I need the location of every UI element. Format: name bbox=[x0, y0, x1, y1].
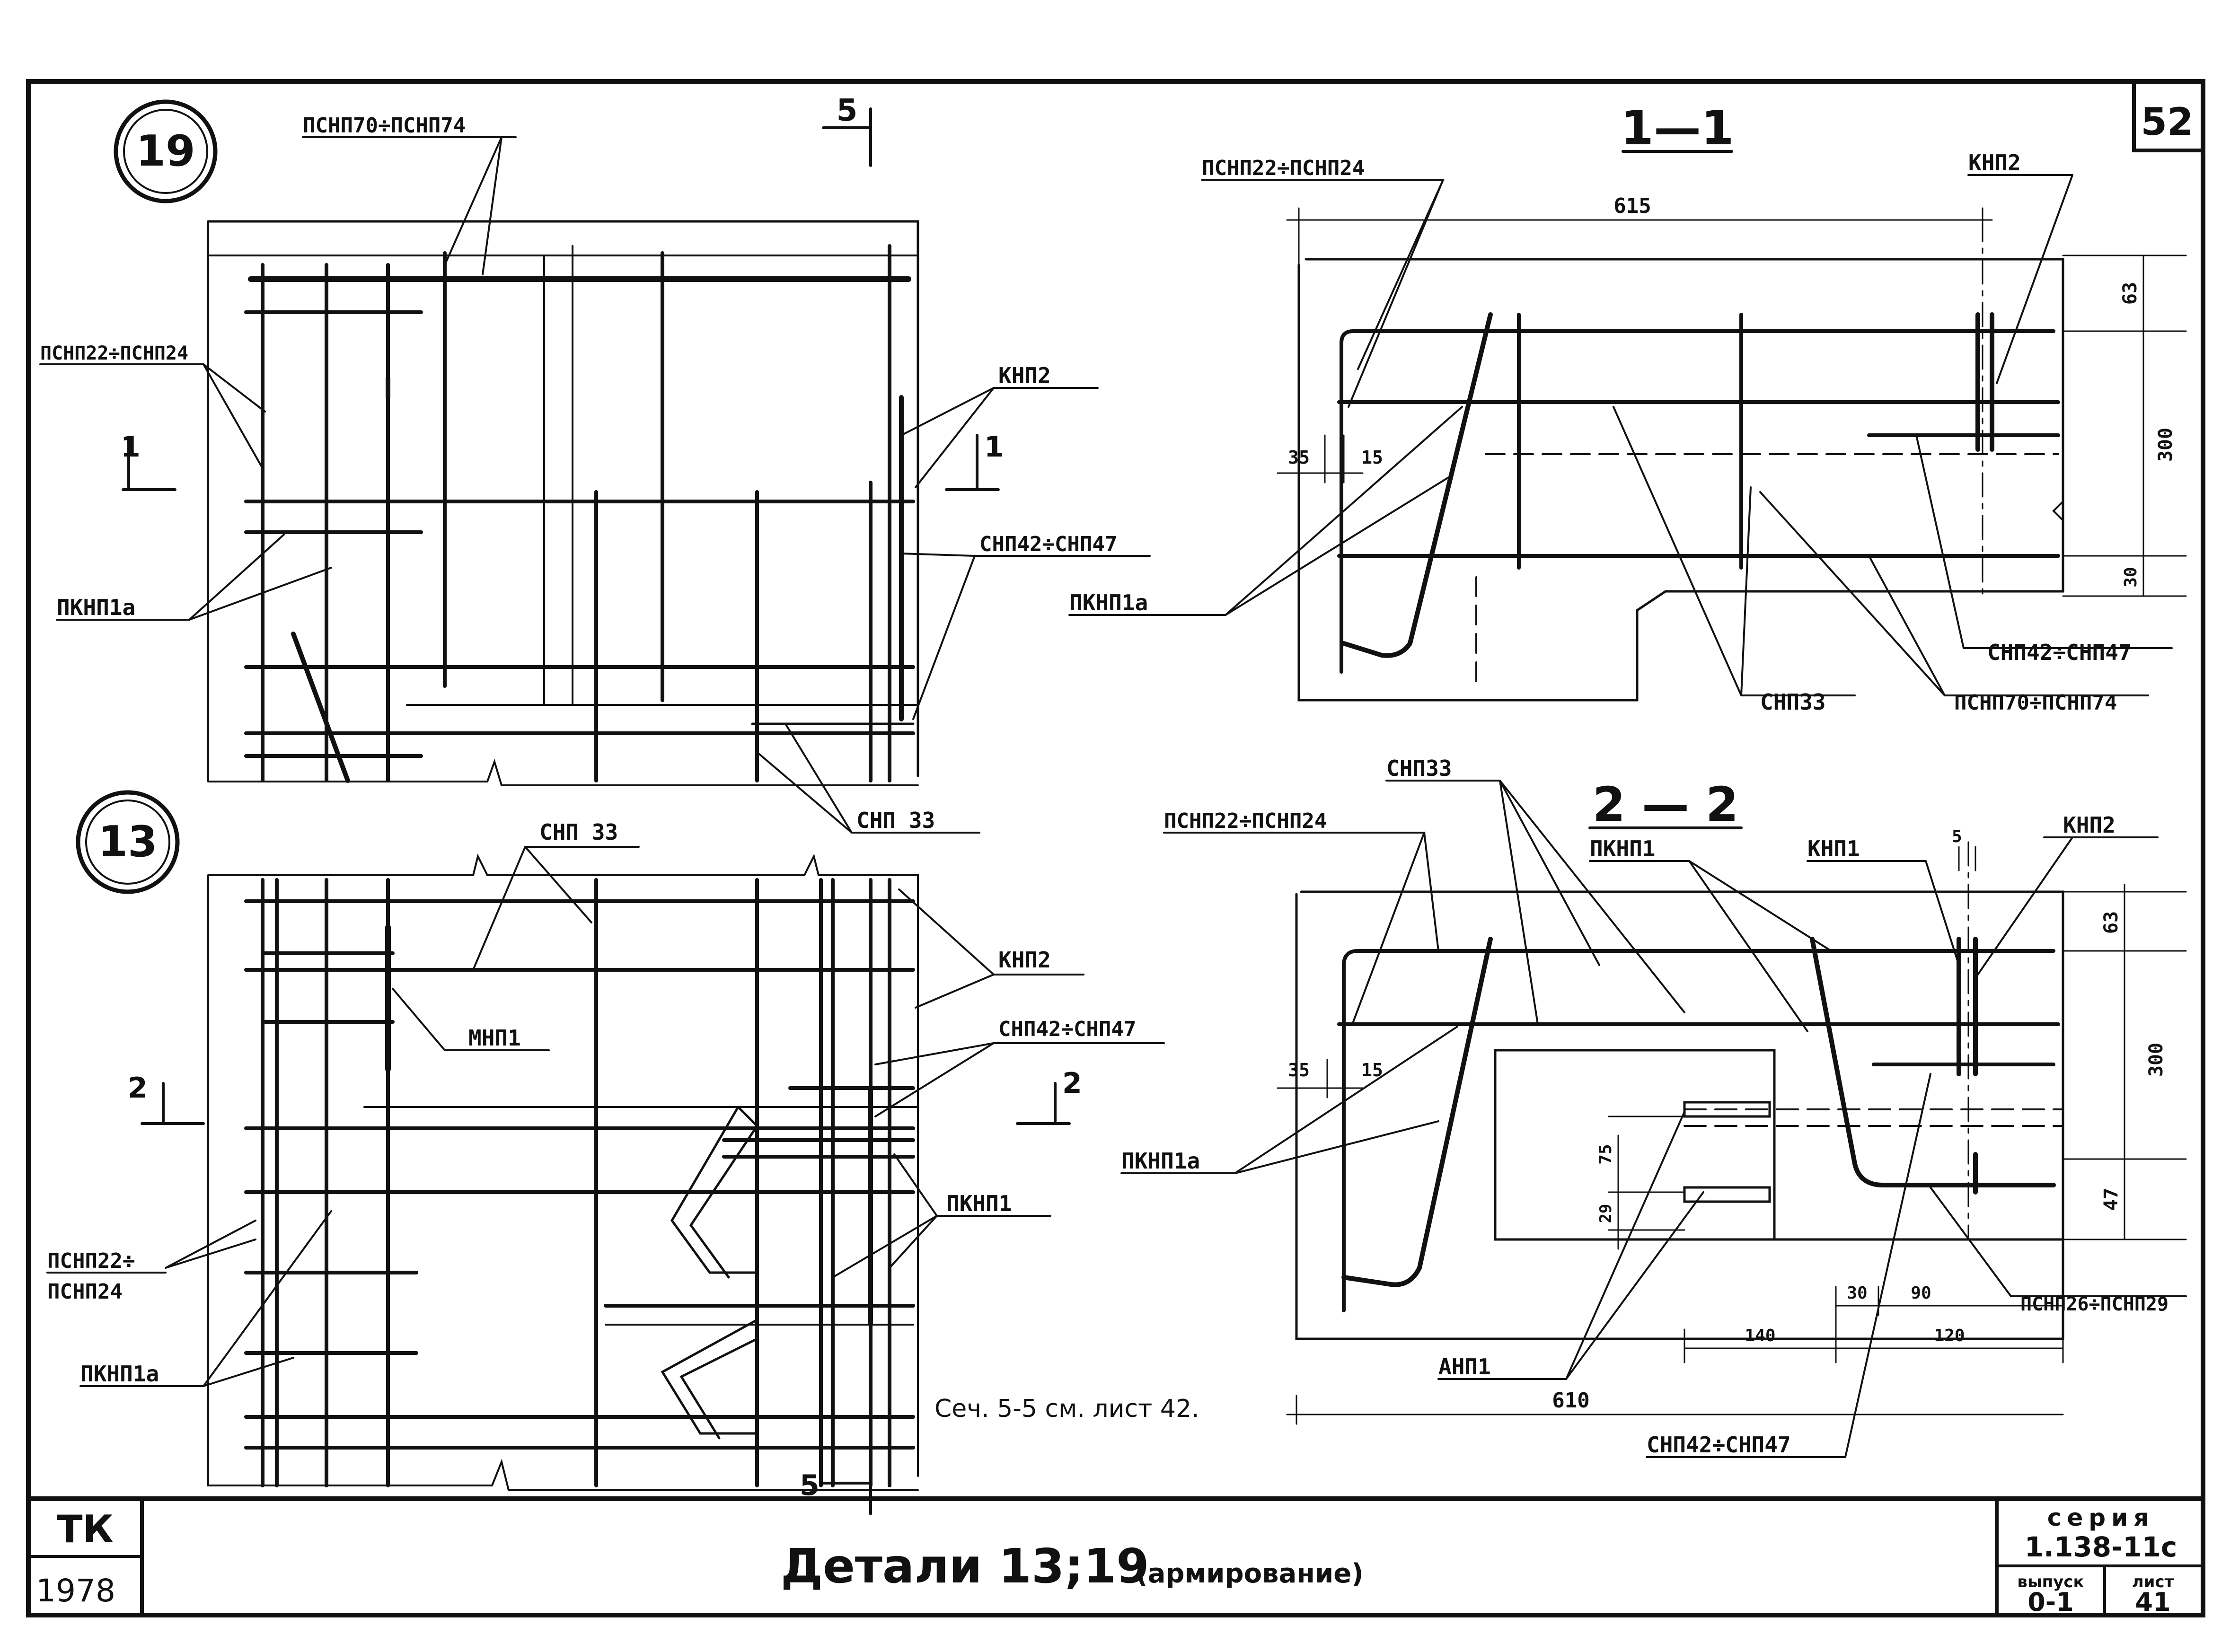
label-knp2-d19: КНП2 bbox=[998, 363, 1051, 388]
label-psnp22-24-s22: ПСНП22÷ПСНП24 bbox=[1164, 809, 1327, 833]
series-value: 1.138-11с bbox=[2025, 1531, 2177, 1563]
label-psnp70-74: ПСНП70÷ПСНП74 bbox=[303, 114, 466, 138]
list-label: лист bbox=[2132, 1573, 2174, 1591]
detail-13 bbox=[46, 790, 1165, 1515]
section-2-2-title: 2 — 2 bbox=[1593, 777, 1739, 832]
dim-75-s22: 75 bbox=[1596, 1144, 1615, 1164]
list-value: 41 bbox=[2135, 1587, 2170, 1617]
detail-19-circle bbox=[114, 99, 218, 203]
label-pknp1a-d13: ПКНП1а bbox=[80, 1361, 159, 1387]
year: 1978 bbox=[36, 1573, 115, 1609]
dim-300-s22: 300 bbox=[2145, 1043, 2167, 1077]
label-mnp1: МНП1 bbox=[468, 1025, 521, 1051]
label-pknp1a-s22: ПКНП1а bbox=[1121, 1148, 1200, 1174]
detail-13-number: 13 bbox=[98, 817, 157, 867]
section-1-1 bbox=[1068, 150, 2187, 702]
dim-35-s11: 35 bbox=[1288, 447, 1310, 468]
dim-615: 615 bbox=[1613, 194, 1651, 218]
detail-19-number: 19 bbox=[136, 126, 195, 176]
label-psnp70-74-s11: ПСНП70÷ПСНП74 bbox=[1954, 691, 2117, 715]
dim-15-s22: 15 bbox=[1361, 1060, 1383, 1081]
label-snp42-47-s11: СНП42÷СНП47 bbox=[1987, 640, 2132, 665]
dim-300-s11: 300 bbox=[2155, 428, 2177, 462]
label-snp42-47-d13: СНП42÷СНП47 bbox=[998, 1017, 1136, 1041]
dim-63-s11: 63 bbox=[2119, 282, 2141, 305]
section-5-5-note: Сеч. 5-5 см. лист 42. bbox=[934, 1395, 1199, 1423]
label-snp42-47-d19: СНП42÷СНП47 bbox=[979, 532, 1117, 556]
issue-label: выпуск bbox=[2017, 1573, 2084, 1591]
cut-2-left-label: 2 bbox=[128, 1072, 148, 1105]
label-pknp1-s22: ПКНП1 bbox=[1590, 836, 1655, 861]
sheet-title-sub: (армирование) bbox=[1136, 1558, 1364, 1589]
dim-30-s22: 30 bbox=[1847, 1283, 1867, 1303]
label-psnp22-24-s11: ПСНП22÷ПСНП24 bbox=[1202, 156, 1365, 180]
label-psnp22-d13-a: ПСНП22÷ bbox=[47, 1249, 135, 1273]
dim-35-s22: 35 bbox=[1288, 1060, 1310, 1081]
dim-140-s22: 140 bbox=[1745, 1326, 1775, 1345]
label-knp2-s11: КНП2 bbox=[1968, 150, 2021, 176]
label-snp33-s11: СНП33 bbox=[1760, 689, 1825, 715]
dim-29-s22: 29 bbox=[1596, 1204, 1615, 1223]
cut-1-right-label: 1 bbox=[984, 431, 1004, 464]
label-knp2-s22: КНП2 bbox=[2063, 812, 2116, 838]
label-psnp24-d13-b: ПСНП24 bbox=[47, 1280, 123, 1304]
sheet-number: 52 bbox=[2141, 100, 2193, 144]
label-pknp1a-d19: ПКНП1а bbox=[57, 595, 135, 620]
label-pknp1a-s11: ПКНП1а bbox=[1069, 590, 1148, 615]
sheet-title-main: Детали 13;19 bbox=[781, 1538, 1149, 1594]
cut-5-bottom-label: 5 bbox=[800, 1469, 820, 1502]
sheet-frame bbox=[26, 79, 2205, 1617]
label-knp2-d13: КНП2 bbox=[998, 947, 1051, 973]
dim-63-s22: 63 bbox=[2100, 911, 2122, 934]
dim-15-s11: 15 bbox=[1361, 447, 1383, 468]
label-psnp26-29: ПСНП26÷ПСНП29 bbox=[2020, 1293, 2168, 1315]
detail-19 bbox=[39, 99, 1151, 834]
dim-610-s22: 610 bbox=[1552, 1388, 1589, 1413]
label-anp1: АНП1 bbox=[1438, 1354, 1491, 1380]
cut-2-right-label: 2 bbox=[1062, 1067, 1082, 1100]
issue-value: 0-1 bbox=[2027, 1587, 2074, 1617]
series-label: серия bbox=[2047, 1504, 2154, 1531]
section-2-2 bbox=[1120, 780, 2187, 1458]
cut-1-left-label: 1 bbox=[121, 431, 141, 464]
label-snp33-d19: СНП 33 bbox=[856, 808, 935, 833]
label-psnp22-24-d19: ПСНП22÷ПСНП24 bbox=[40, 343, 188, 364]
org-code: ТК bbox=[57, 1507, 114, 1551]
label-knp1-s22: КНП1 bbox=[1807, 836, 1860, 861]
label-snp33-s22: СНП33 bbox=[1386, 756, 1452, 781]
dim-90-s22: 90 bbox=[1911, 1283, 1931, 1303]
label-pknp1-d13: ПКНП1 bbox=[946, 1191, 1012, 1216]
dim-30-s11: 30 bbox=[2121, 567, 2141, 587]
section-1-1-title: 1—1 bbox=[1621, 100, 1734, 156]
cut-5-top-label: 5 bbox=[837, 93, 858, 128]
label-snp33-d13: СНП 33 bbox=[539, 819, 618, 845]
dim-5-s22: 5 bbox=[1952, 827, 1962, 846]
dim-120-s22: 120 bbox=[1934, 1326, 1965, 1345]
label-snp42-47-s22: СНП42÷СНП47 bbox=[1647, 1432, 1791, 1458]
dim-47-s22: 47 bbox=[2100, 1188, 2122, 1211]
detail-13-circle bbox=[76, 790, 180, 894]
sheet-number-box bbox=[2132, 81, 2203, 152]
